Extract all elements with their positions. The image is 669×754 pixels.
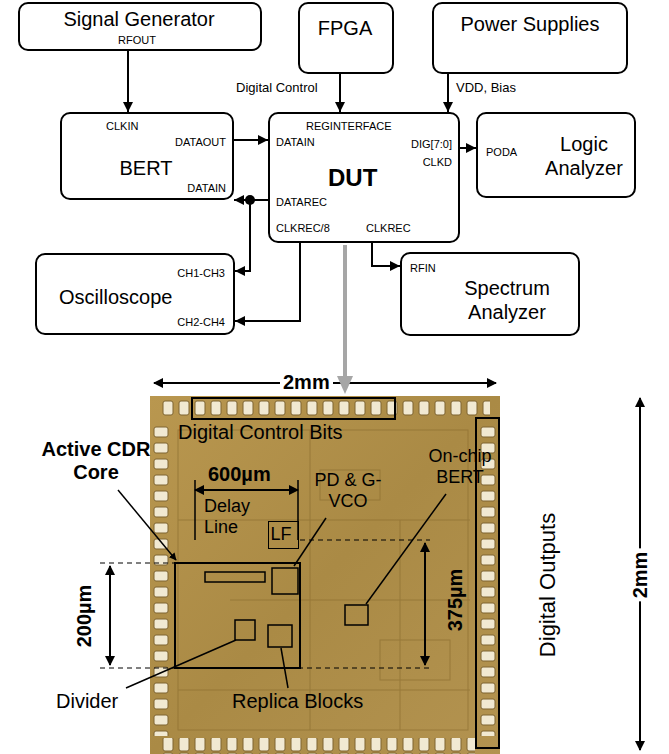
instrument-box: CLKIN DATAOUT BERT DATAIN	[60, 112, 234, 200]
pad-row	[160, 738, 475, 754]
arrowhead	[123, 102, 133, 112]
annotation-label: Replica Blocks	[232, 690, 363, 713]
port-label: REGINTERFACE	[306, 120, 392, 133]
annotation-label: Active CDR Core	[40, 438, 152, 484]
port-label: CLKREC	[366, 222, 411, 235]
outline-box	[192, 398, 395, 419]
block-outline	[345, 605, 368, 625]
port-label: CLKD	[423, 156, 452, 169]
dimension-label: 375µm	[444, 569, 467, 632]
port-label: CH1-CH3	[177, 267, 225, 280]
block-outline	[272, 568, 298, 594]
dimension-label: Digital Outputs	[535, 513, 560, 657]
box-title: LF	[269, 524, 293, 546]
port-label: PODA	[486, 146, 517, 159]
instrument-box: CH1-CH3OscilloscopeCH2-CH4	[35, 253, 235, 335]
instrument-box: Power Supplies	[432, 2, 628, 74]
port-label: CLKIN	[106, 120, 138, 133]
instrument-box: PODA Logic Analyzer	[476, 112, 636, 198]
edge-label: Digital Control	[236, 81, 318, 96]
arrowhead	[466, 143, 476, 153]
annotation-label: Delay Line	[204, 496, 264, 537]
port-label: Oscilloscope	[59, 285, 172, 309]
arrowhead	[235, 266, 245, 276]
arrowhead	[235, 316, 245, 326]
instrument-box: FPGA	[298, 2, 394, 74]
port-label: Spectrum Analyzer	[440, 276, 574, 324]
instrument-box: Signal GeneratorRFOUT	[18, 2, 262, 51]
die-wiring	[178, 430, 470, 730]
annotation-label: Divider	[56, 690, 118, 713]
signal-connector	[235, 200, 268, 271]
annotation-label: 2mm	[280, 371, 333, 394]
arrowhead	[443, 102, 453, 112]
annotation-label: PD & G-VCO	[312, 470, 384, 511]
block-outline	[205, 572, 265, 582]
box-title: Power Supplies	[454, 12, 606, 36]
instrument-box: RFIN Spectrum Analyzer	[400, 252, 580, 336]
arrowhead	[234, 195, 244, 205]
pad-row	[160, 400, 490, 416]
arrowhead	[258, 135, 268, 145]
pointer-arrow	[343, 245, 347, 378]
pointer-arrowhead	[337, 376, 353, 394]
port-label: Signal Generator	[20, 7, 258, 31]
arrowhead	[335, 102, 345, 112]
annotation-label: 600µm	[208, 463, 271, 486]
port-label: RFIN	[410, 262, 436, 275]
arrowhead	[390, 261, 400, 271]
block-box: LF	[268, 521, 299, 549]
port-label: Logic Analyzer	[536, 132, 632, 180]
signal-connector	[372, 243, 400, 266]
annotation-label: Digital Control Bits	[178, 421, 343, 444]
dimension-label: 200µm	[73, 582, 96, 651]
port-label: RFOUT	[118, 34, 156, 47]
block-outline	[268, 625, 292, 647]
port-label: DATAIN	[187, 182, 226, 195]
port-label: DUT	[328, 164, 377, 193]
port-label: DATAREC	[276, 196, 327, 209]
annotation-label: On-chip BERT	[416, 446, 504, 487]
dimension-guide	[100, 540, 430, 668]
instrument-box: REGINTERFACE DATAIN DUT DIG[7:0] CLKD DATAREC…	[268, 112, 460, 243]
edge-label: VDD, Bias	[456, 81, 516, 96]
port-label: CH2-CH4	[177, 316, 225, 329]
signal-connector	[235, 243, 300, 321]
leader-line	[118, 490, 446, 688]
port-label: CLKREC/8	[276, 222, 330, 235]
port-label: DATAIN	[276, 136, 315, 149]
port-label: BERT	[62, 156, 230, 180]
dimension-arrow	[110, 383, 640, 750]
dimension-label: 2mm	[629, 549, 652, 602]
port-label: DIG[7:0]	[411, 138, 452, 151]
junction-dot	[245, 195, 255, 205]
box-title: FPGA	[300, 16, 390, 40]
pad-column	[153, 424, 169, 736]
block-outline	[235, 620, 255, 640]
port-label: DATAOUT	[175, 136, 226, 149]
